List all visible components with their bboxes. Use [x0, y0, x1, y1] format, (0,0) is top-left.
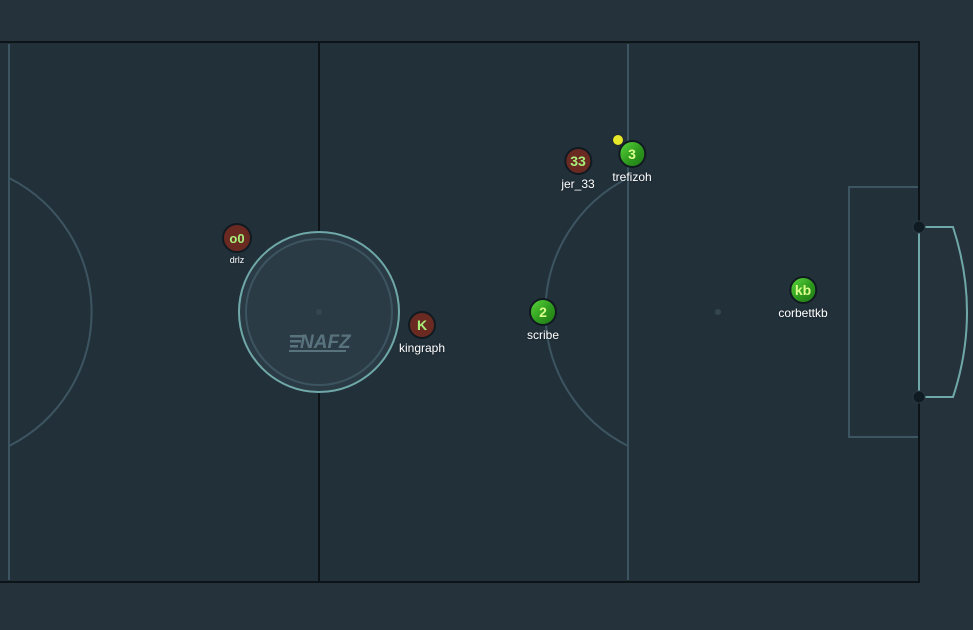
player-scribe[interactable]: 2 scribe [527, 298, 559, 342]
player-corbettkb[interactable]: kb corbettkb [778, 276, 828, 320]
right-spot [715, 309, 721, 315]
pitch-surface [0, 42, 919, 582]
goal-net [919, 226, 969, 398]
player-disc: 3 [617, 140, 646, 168]
player-name: drlz [229, 255, 245, 265]
player-name: corbettkb [778, 306, 828, 320]
player-disc: o0 [222, 223, 252, 253]
player-name: jer_33 [561, 177, 595, 191]
player-disc: 2 [528, 298, 557, 326]
player-disc: 33 [563, 147, 592, 175]
logo-text: NAFZ [300, 332, 352, 353]
player-name: scribe [526, 328, 560, 342]
goal-post-top [912, 220, 926, 234]
player-name: kingraph [398, 341, 446, 355]
player-name: trefizoh [612, 170, 652, 184]
player-jer_33[interactable]: 33 jer_33 [561, 147, 595, 191]
left-arc [8, 177, 93, 447]
player-kingraph[interactable]: K kingraph [399, 311, 445, 355]
player-drlz[interactable]: o0 drlz [222, 223, 252, 265]
center-spot [316, 309, 322, 315]
goal-post-bottom [912, 390, 926, 404]
center-circle-inner [245, 238, 393, 386]
ball [612, 134, 624, 146]
goal-area [848, 186, 919, 438]
player-trefizoh[interactable]: 3 trefizoh [612, 140, 652, 184]
player-disc: K [408, 311, 436, 339]
nafz-logo: NAFZ [289, 332, 352, 353]
player-disc: kb [788, 276, 817, 304]
